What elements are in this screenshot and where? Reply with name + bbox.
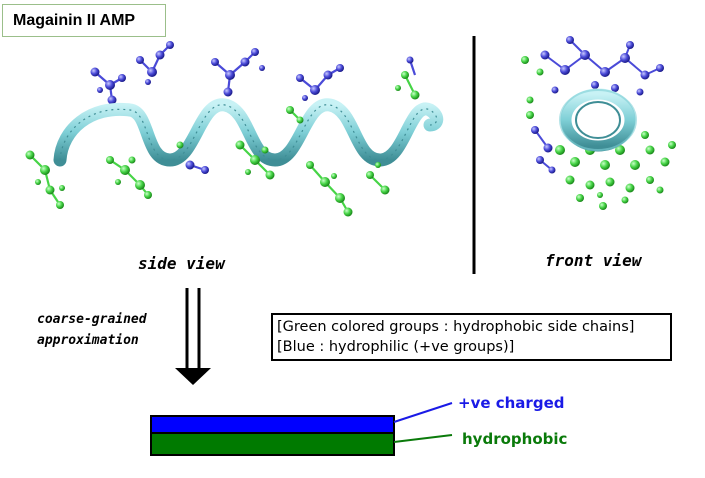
side-view-label: side view [138,254,225,273]
title-box: Magainin II AMP [2,4,166,37]
bar-charged-layer [150,415,395,434]
front-helix [559,88,637,152]
front-hydrophilic-atoms [531,36,664,174]
coarse-grain-arrow [175,288,211,385]
coarse-grained-label: coarse-grained approximation [37,309,147,351]
front-view-label: front view [545,251,642,270]
charged-label: +ve charged [458,394,565,412]
side-hydrophilic-atoms [90,41,414,174]
legend-line-hydrophobic: [Green colored groups : hydrophobic side… [277,319,635,335]
coarse-grained-line2: approximation [37,333,139,348]
hydrophobic-label: hydrophobic [462,430,568,448]
front-hydrophobic-atoms [521,56,676,210]
hydrophobic-leader-line [393,434,453,443]
charged-leader-line [393,402,453,423]
legend-line-hydrophilic: [Blue : hydrophilic (+ve groups)] [277,339,515,355]
side-helix [53,98,444,167]
diagram-title: Magainin II AMP [13,12,136,29]
bar-hydrophobic-layer [150,432,395,456]
coarse-grained-line1: coarse-grained [37,312,147,327]
side-hydrophobic-atoms [25,71,420,217]
legend-box: [Green colored groups : hydrophobic side… [271,313,672,361]
